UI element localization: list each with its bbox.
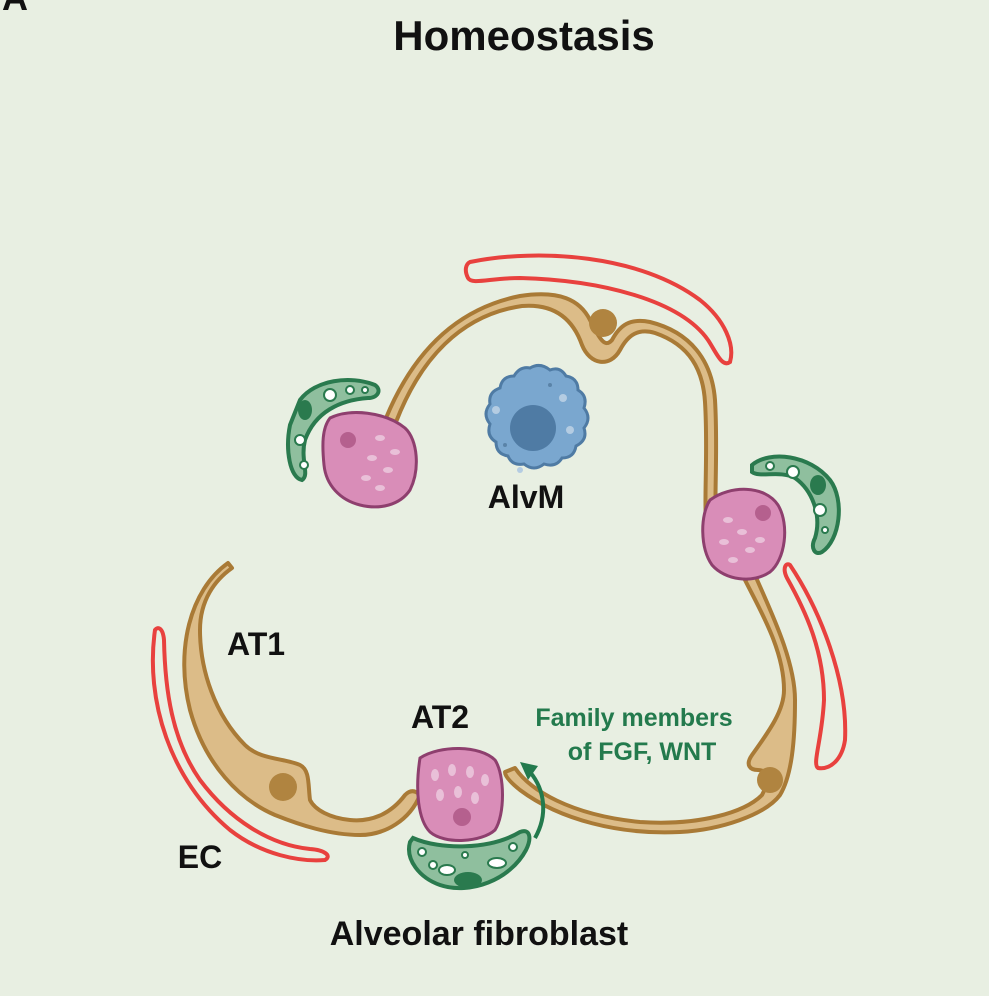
label-at2: AT2: [411, 699, 469, 735]
signaling-arrow: [520, 762, 546, 839]
fibroblast-bottom: [407, 829, 532, 891]
ec-top: [463, 253, 734, 366]
endothelial-cells: [150, 253, 848, 863]
label-at1: AT1: [227, 626, 285, 662]
at1-left-membrane: [182, 561, 422, 837]
label-alvm: AlvM: [488, 479, 564, 515]
at1-nucleus-right: [757, 767, 783, 793]
at1-cells: [182, 292, 797, 837]
at2-cell-bottom: [416, 747, 504, 842]
alveolar-macrophage: [484, 363, 590, 473]
label-signal-line2: of FGF, WNT: [568, 738, 717, 766]
label-signal-line1: Family members: [535, 704, 732, 732]
ec-right: [782, 562, 848, 771]
label-ec: EC: [178, 839, 222, 875]
at2-cell-top-left: [321, 411, 418, 509]
panel-letter: A: [2, 0, 28, 18]
fibroblast-right: [750, 454, 841, 555]
ec-left: [150, 626, 330, 863]
macrophage-nucleus: [510, 405, 556, 451]
at1-nucleus-top: [589, 309, 617, 337]
page-edge: [989, 0, 996, 996]
diagram-title: Homeostasis: [393, 12, 654, 59]
at1-right-membrane: [503, 573, 797, 835]
at1-nucleus-left: [269, 773, 297, 801]
label-fibroblast: Alveolar fibroblast: [330, 915, 629, 953]
at2-cell-right: [701, 487, 787, 581]
fibroblast-top-left: [286, 378, 381, 483]
